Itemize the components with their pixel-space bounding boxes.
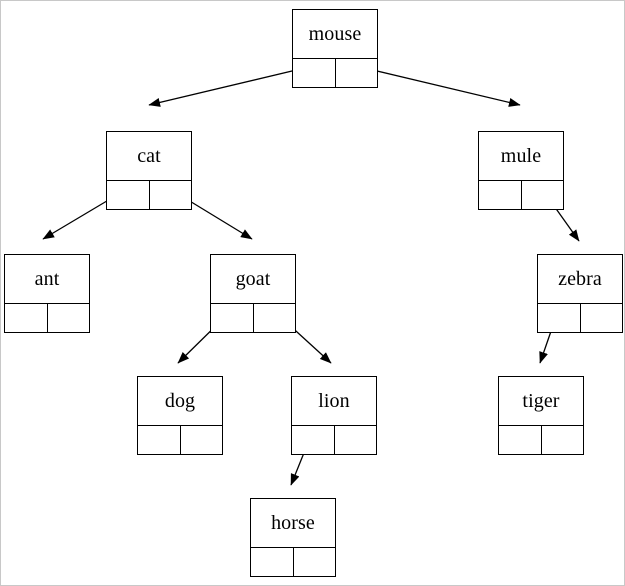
- tree-node-goat[interactable]: goat: [210, 254, 296, 333]
- left-pointer-cell: [293, 59, 336, 87]
- left-pointer-cell: [138, 426, 181, 454]
- tree-node-mouse[interactable]: mouse: [292, 9, 378, 88]
- node-label: cat: [107, 132, 191, 181]
- node-pointer-row: [211, 304, 295, 332]
- node-pointer-row: [107, 181, 191, 209]
- left-pointer-cell: [538, 304, 581, 332]
- right-pointer-cell: [581, 304, 623, 332]
- node-label: lion: [292, 377, 376, 426]
- right-pointer-cell: [542, 426, 584, 454]
- right-pointer-cell: [335, 426, 377, 454]
- right-pointer-cell: [150, 181, 192, 209]
- edge-mouse-to-mule: [355, 65, 521, 107]
- tree-node-dog[interactable]: dog: [137, 376, 223, 455]
- node-pointer-row: [5, 304, 89, 332]
- node-pointer-row: [292, 426, 376, 454]
- right-pointer-cell: [522, 181, 564, 209]
- node-label: zebra: [538, 255, 622, 304]
- left-pointer-cell: [292, 426, 335, 454]
- node-pointer-row: [251, 548, 335, 576]
- left-pointer-cell: [5, 304, 48, 332]
- node-pointer-row: [138, 426, 222, 454]
- tree-node-cat[interactable]: cat: [106, 131, 192, 210]
- tree-node-zebra[interactable]: zebra: [537, 254, 623, 333]
- right-pointer-cell: [48, 304, 90, 332]
- right-pointer-cell: [254, 304, 296, 332]
- tree-node-ant[interactable]: ant: [4, 254, 90, 333]
- node-pointer-row: [293, 59, 377, 87]
- node-label: goat: [211, 255, 295, 304]
- node-label: mule: [479, 132, 563, 181]
- left-pointer-cell: [211, 304, 254, 332]
- node-pointer-row: [479, 181, 563, 209]
- right-pointer-cell: [336, 59, 378, 87]
- right-pointer-cell: [294, 548, 336, 576]
- node-pointer-row: [538, 304, 622, 332]
- node-label: ant: [5, 255, 89, 304]
- left-pointer-cell: [479, 181, 522, 209]
- tree-node-lion[interactable]: lion: [291, 376, 377, 455]
- node-label: tiger: [499, 377, 583, 426]
- left-pointer-cell: [499, 426, 542, 454]
- node-label: horse: [251, 499, 335, 548]
- tree-node-horse[interactable]: horse: [250, 498, 336, 577]
- left-pointer-cell: [107, 181, 150, 209]
- tree-node-tiger[interactable]: tiger: [498, 376, 584, 455]
- right-pointer-cell: [181, 426, 223, 454]
- node-label: dog: [138, 377, 222, 426]
- edge-mouse-to-cat: [148, 65, 314, 107]
- node-label: mouse: [293, 10, 377, 59]
- node-pointer-row: [499, 426, 583, 454]
- tree-node-mule[interactable]: mule: [478, 131, 564, 210]
- left-pointer-cell: [251, 548, 294, 576]
